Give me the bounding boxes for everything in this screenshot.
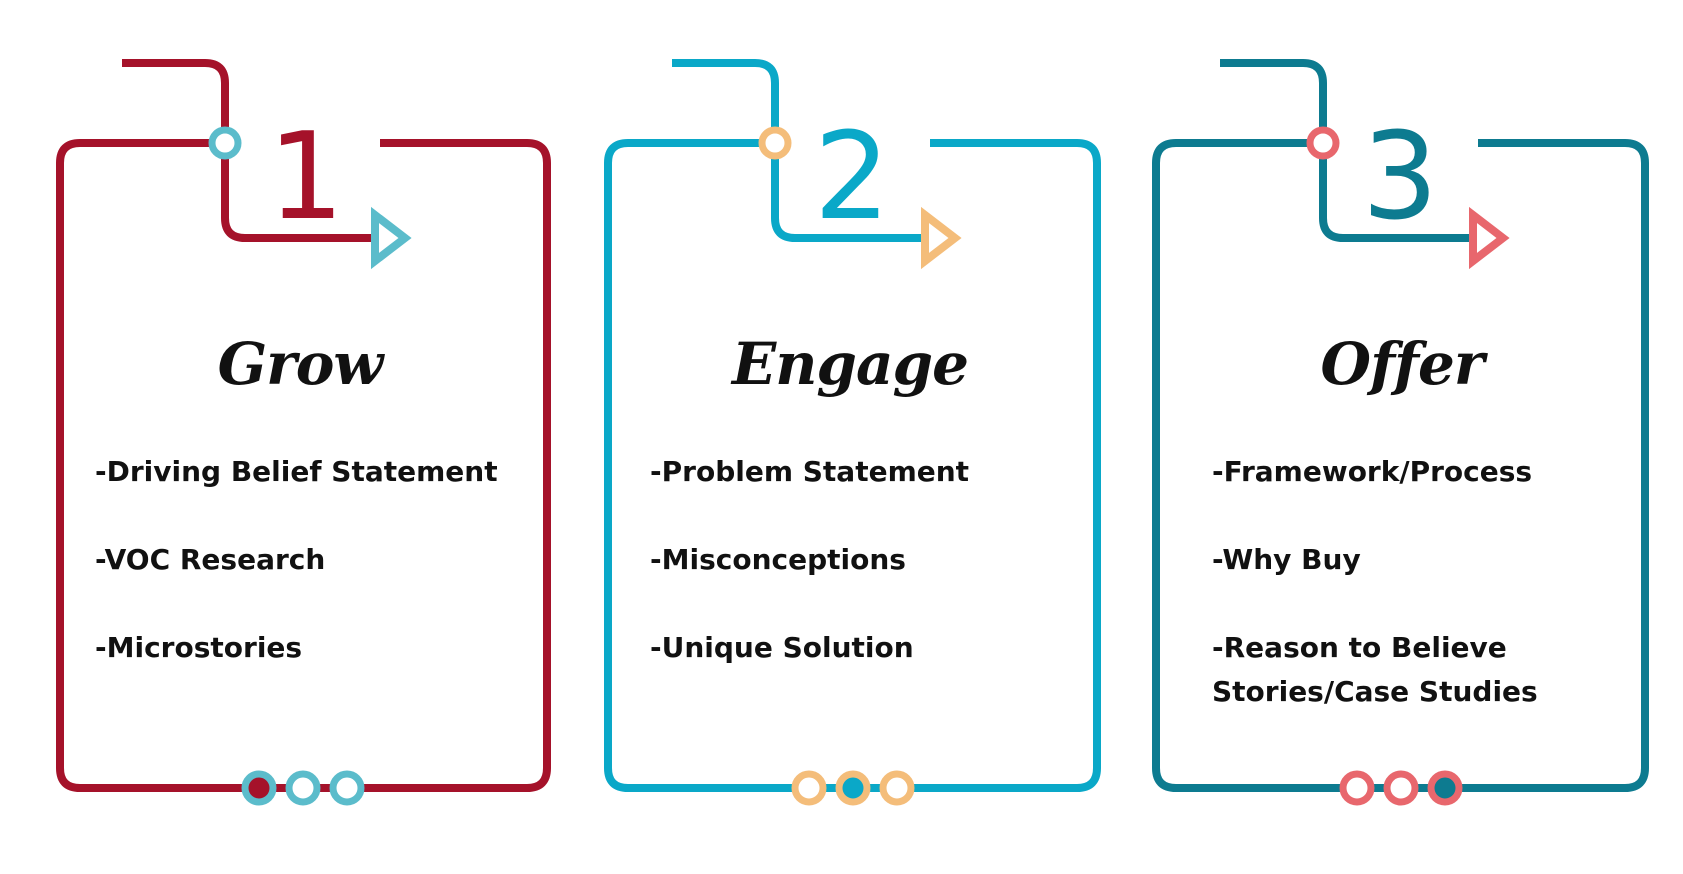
- column-1-dot: [329, 770, 365, 806]
- column-3-node-circle: [1306, 126, 1340, 160]
- column-1-title: Grow: [217, 330, 384, 398]
- column-3-title: Offer: [1320, 330, 1485, 398]
- step-number-3: 3: [1361, 108, 1439, 247]
- column-1-item: -Microstories: [95, 631, 303, 664]
- step-number-1: 1: [267, 108, 345, 247]
- column-2-frame: [604, 59, 1101, 806]
- column-2-item: -Problem Statement: [650, 455, 970, 488]
- column-2-dot-active: [835, 770, 871, 806]
- column-3-item: -Reason to Believe Stories/Case Studies: [1212, 631, 1538, 708]
- column-2-item: -Unique Solution: [650, 631, 914, 664]
- column-3-arrow-icon: [1469, 206, 1510, 270]
- column-2-node-circle: [758, 126, 792, 160]
- column-1-arrow-icon: [371, 206, 412, 270]
- column-2-dot: [879, 770, 915, 806]
- column-3-frame: [1152, 59, 1649, 806]
- column-1-node-circle: [208, 126, 242, 160]
- column-1-item: -VOC Research: [95, 543, 326, 576]
- column-2-arrow-icon: [921, 206, 962, 270]
- column-1-frame: [56, 59, 551, 806]
- column-2-dot: [791, 770, 827, 806]
- column-1-dot: [285, 770, 321, 806]
- step-number-2: 2: [813, 108, 891, 247]
- column-2-title: Engage: [732, 330, 969, 398]
- column-3-dot: [1383, 770, 1419, 806]
- column-3-dot-active: [1427, 770, 1463, 806]
- column-1-item: -Driving Belief Statement: [95, 455, 498, 488]
- column-3-item: -Why Buy: [1212, 543, 1361, 576]
- column-2-item: -Misconceptions: [650, 543, 906, 576]
- column-1-dot-active: [241, 770, 277, 806]
- column-3-item: -Framework/Process: [1212, 455, 1533, 488]
- column-3-dot: [1339, 770, 1375, 806]
